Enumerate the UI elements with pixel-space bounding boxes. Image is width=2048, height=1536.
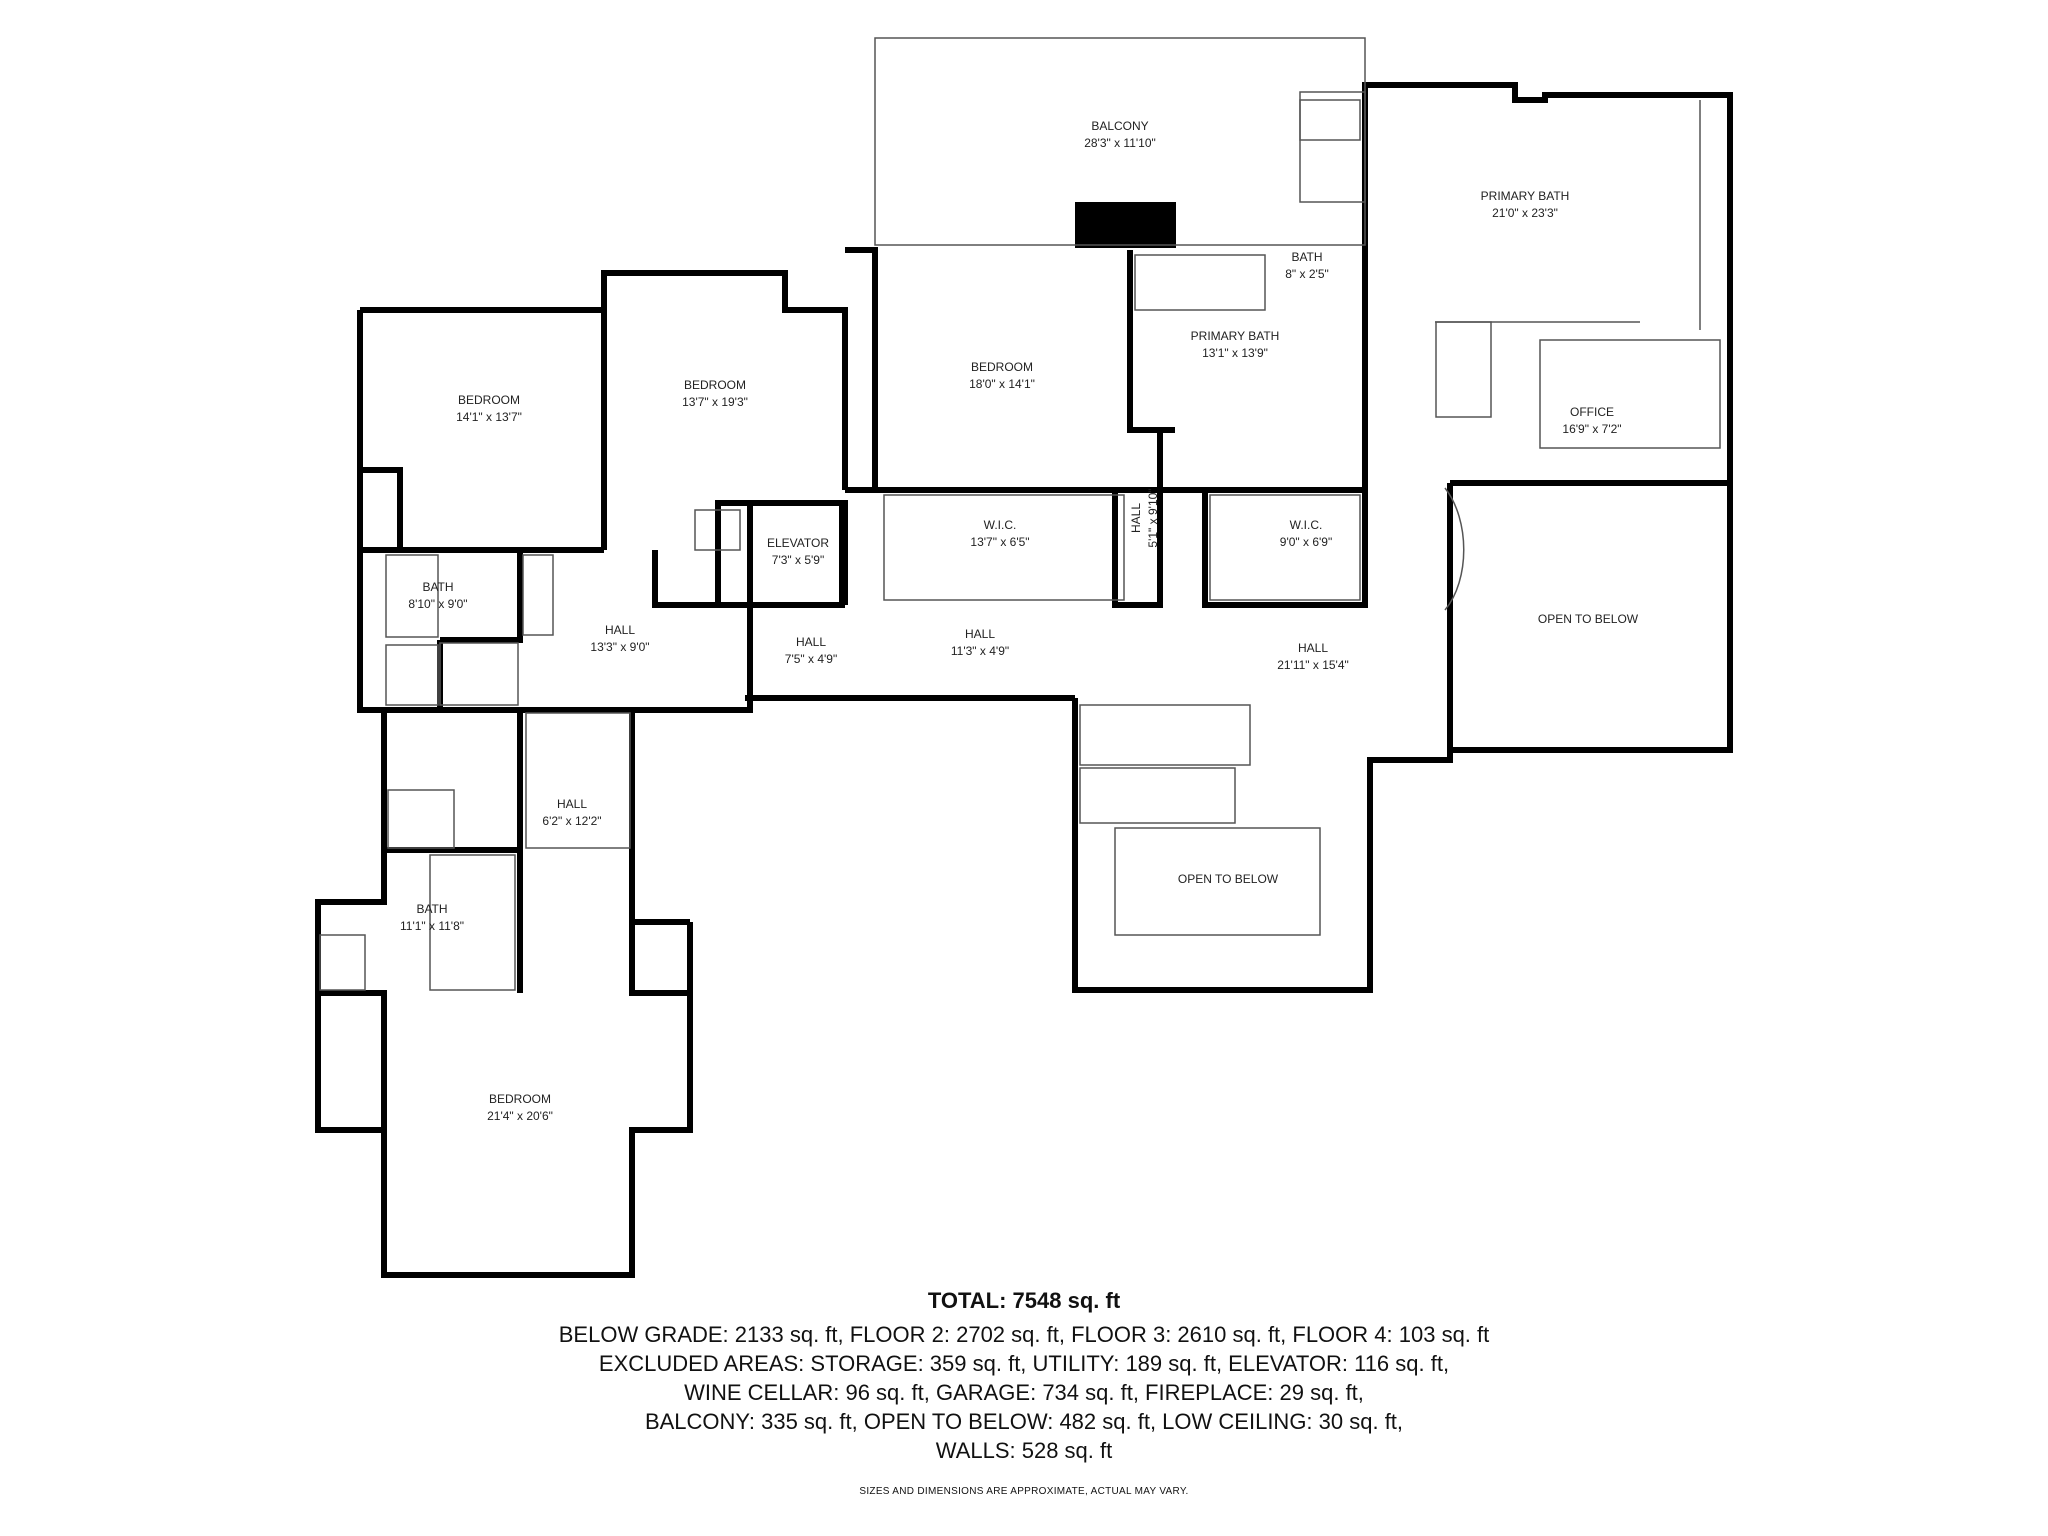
room-label-balcony: BALCONY 28'3" x 11'10" bbox=[1084, 119, 1156, 150]
room-name: HALL bbox=[557, 797, 587, 811]
room-dimensions: 16'9" x 7'2" bbox=[1562, 422, 1621, 436]
room-name: BATH bbox=[416, 902, 447, 916]
summary-line-3: WINE CELLAR: 96 sq. ft, GARAGE: 734 sq. … bbox=[684, 1380, 1364, 1405]
room-name: W.I.C. bbox=[984, 518, 1017, 532]
room-name: HALL bbox=[1129, 503, 1143, 533]
room-dimensions: 21'4" x 20'6" bbox=[487, 1109, 553, 1123]
summary-line-5: WALLS: 528 sq. ft bbox=[935, 1438, 1113, 1463]
room-dimensions: 28'3" x 11'10" bbox=[1084, 136, 1156, 150]
room-label-bath-small: BATH 8" x 2'5" bbox=[1285, 250, 1329, 281]
room-label-elevator: ELEVATOR 7'3" x 5'9" bbox=[767, 536, 829, 567]
room-label-primary-bath-large: PRIMARY BATH 21'0" x 23'3" bbox=[1481, 189, 1570, 220]
room-name: HALL bbox=[796, 635, 826, 649]
room-dimensions: 13'3" x 9'0" bbox=[590, 640, 649, 654]
room-dimensions: 7'3" x 5'9" bbox=[772, 553, 824, 567]
room-label-open-below-1: OPEN TO BELOW bbox=[1538, 612, 1639, 626]
room-name: BATH bbox=[1291, 250, 1322, 264]
room-dimensions: 21'0" x 23'3" bbox=[1492, 206, 1558, 220]
room-name: HALL bbox=[605, 623, 635, 637]
room-name: BEDROOM bbox=[489, 1092, 551, 1106]
room-dimensions: 6'2" x 12'2" bbox=[542, 814, 601, 828]
summary-line-2: EXCLUDED AREAS: STORAGE: 359 sq. ft, UTI… bbox=[598, 1351, 1450, 1376]
summary-line-4: BALCONY: 335 sq. ft, OPEN TO BELOW: 482 … bbox=[644, 1409, 1404, 1434]
room-label-wic-1: W.I.C. 13'7" x 6'5" bbox=[970, 518, 1029, 549]
room-name: PRIMARY BATH bbox=[1481, 189, 1570, 203]
room-label-office: OFFICE 16'9" x 7'2" bbox=[1562, 405, 1621, 436]
room-label-wic-2: W.I.C. 9'0" x 6'9" bbox=[1280, 518, 1332, 549]
room-name: BEDROOM bbox=[971, 360, 1033, 374]
disclaimer: SIZES AND DIMENSIONS ARE APPROXIMATE, AC… bbox=[859, 1486, 1189, 1497]
room-label-bedroom-1: BEDROOM 14'1" x 13'7" bbox=[456, 393, 522, 424]
room-label-hall-5: HALL 6'2" x 12'2" bbox=[542, 797, 601, 828]
room-label-hall-2: HALL 7'5" x 4'9" bbox=[785, 635, 837, 666]
room-name: OFFICE bbox=[1570, 405, 1614, 419]
room-name: OPEN TO BELOW bbox=[1178, 872, 1279, 886]
room-labels: BALCONY 28'3" x 11'10" PRIMARY BATH 21'0" x… bbox=[400, 119, 1639, 1123]
room-name: PRIMARY BATH bbox=[1191, 329, 1280, 343]
room-name: HALL bbox=[965, 627, 995, 641]
room-name: W.I.C. bbox=[1290, 518, 1323, 532]
room-label-bath-2: BATH 11'1" x 11'8" bbox=[400, 902, 464, 933]
thin-lines bbox=[319, 37, 1721, 991]
room-label-bedroom-4: BEDROOM 21'4" x 20'6" bbox=[487, 1092, 553, 1123]
room-dimensions: 11'3" x 4'9" bbox=[951, 644, 1009, 658]
room-label-primary-bath: PRIMARY BATH 13'1" x 13'9" bbox=[1191, 329, 1280, 360]
room-name: BALCONY bbox=[1091, 119, 1148, 133]
room-dimensions: 13'1" x 13'9" bbox=[1202, 346, 1268, 360]
room-name: BEDROOM bbox=[458, 393, 520, 407]
room-name: OPEN TO BELOW bbox=[1538, 612, 1639, 626]
room-dimensions: 13'7" x 6'5" bbox=[970, 535, 1029, 549]
room-dimensions: 11'1" x 11'8" bbox=[400, 919, 464, 933]
room-name: BATH bbox=[422, 580, 453, 594]
room-dimensions: 8" x 2'5" bbox=[1285, 267, 1329, 281]
room-dimensions: 8'10" x 9'0" bbox=[408, 597, 467, 611]
room-label-hall-4: HALL 21'11" x 15'4" bbox=[1277, 641, 1349, 672]
room-dimensions: 9'0" x 6'9" bbox=[1280, 535, 1332, 549]
room-label-bath-1: BATH 8'10" x 9'0" bbox=[408, 580, 467, 611]
room-dimensions: 7'5" x 4'9" bbox=[785, 652, 837, 666]
room-dimensions: 13'7" x 19'3" bbox=[682, 395, 748, 409]
room-dimensions: 21'11" x 15'4" bbox=[1277, 658, 1349, 672]
room-name: ELEVATOR bbox=[767, 536, 829, 550]
total-area: TOTAL: 7548 sq. ft bbox=[927, 1288, 1121, 1313]
room-dimensions: 14'1" x 13'7" bbox=[456, 410, 522, 424]
room-label-open-below-2: OPEN TO BELOW bbox=[1178, 872, 1279, 886]
room-dimensions: 5'1" x 9'10" bbox=[1146, 488, 1160, 547]
room-dimensions: 18'0" x 14'1" bbox=[969, 377, 1035, 391]
room-label-bedroom-3: BEDROOM 18'0" x 14'1" bbox=[969, 360, 1035, 391]
room-label-hall-3: HALL 11'3" x 4'9" bbox=[951, 627, 1009, 658]
room-label-hall-1: HALL 13'3" x 9'0" bbox=[590, 623, 649, 654]
summary-line-1: BELOW GRADE: 2133 sq. ft, FLOOR 2: 2702 … bbox=[558, 1322, 1490, 1347]
room-name: HALL bbox=[1298, 641, 1328, 655]
room-name: BEDROOM bbox=[684, 378, 746, 392]
room-label-bedroom-2: BEDROOM 13'7" x 19'3" bbox=[682, 378, 748, 409]
